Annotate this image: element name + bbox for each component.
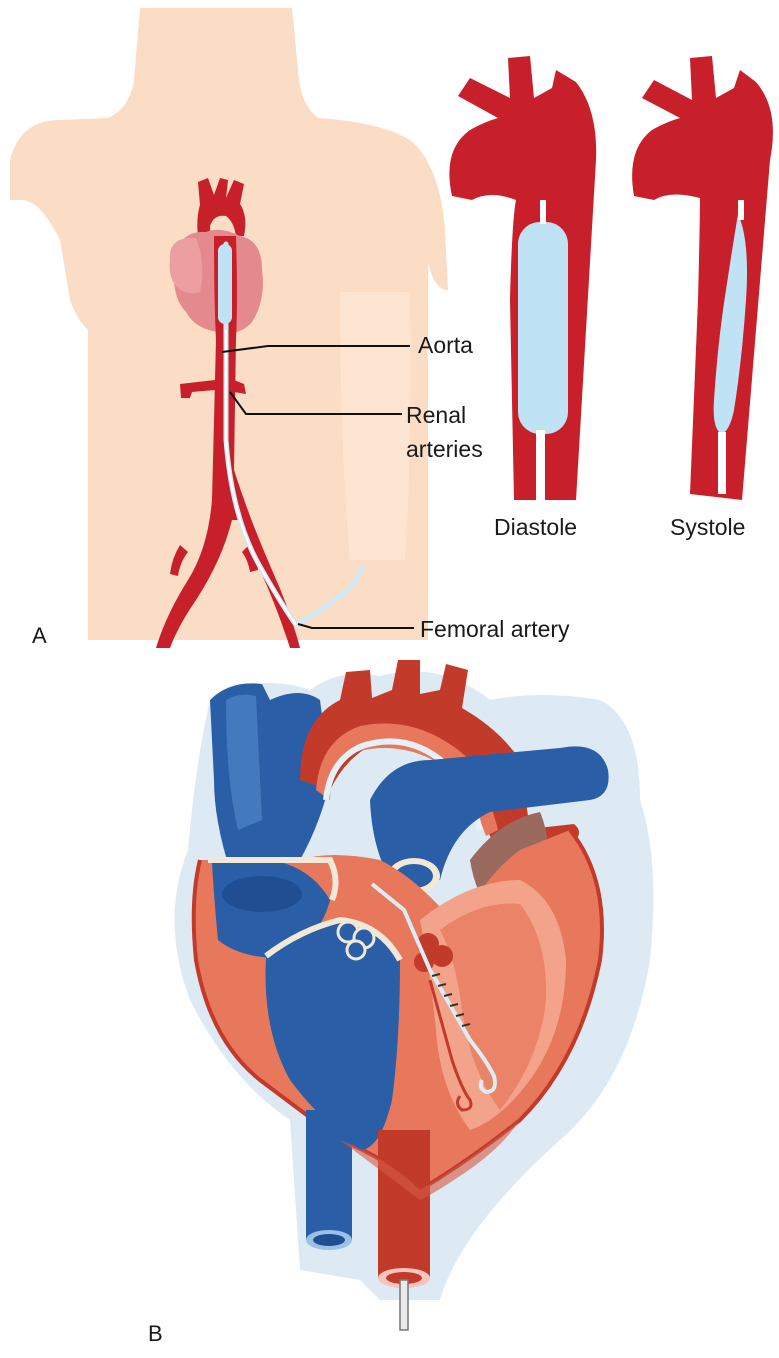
tricuspid-cusp-3 <box>347 941 365 959</box>
sheath-tube <box>400 1280 408 1330</box>
renal-arteries-label-line2: arteries <box>406 436 483 463</box>
systole-catheter-tip <box>738 200 744 220</box>
ivc-opening-top <box>222 876 302 912</box>
diastole-label: Diastole <box>494 514 577 541</box>
aorta-label: Aorta <box>418 332 473 359</box>
renal-arteries-label-line1: Renal <box>406 402 466 429</box>
ivc-bottom-lumen <box>313 1234 345 1246</box>
inferior-vena-cava <box>306 1110 352 1240</box>
arm-shading <box>340 292 410 560</box>
femoral-artery-label: Femoral artery <box>420 616 570 643</box>
mitral-cusp-2 <box>431 945 453 967</box>
panel-a <box>10 8 773 648</box>
diastole-catheter-tip <box>540 200 546 224</box>
systole-label: Systole <box>670 514 745 541</box>
systole-aorta-diagram <box>632 56 773 500</box>
diastole-aorta-diagram <box>449 56 596 500</box>
descending-aorta-b <box>378 1130 430 1278</box>
panel-b-letter: B <box>148 1320 163 1347</box>
systole-catheter <box>718 432 726 494</box>
panel-a-letter: A <box>32 622 47 649</box>
diastole-catheter <box>536 430 545 500</box>
diastole-balloon <box>518 222 568 434</box>
panel-b <box>174 660 653 1330</box>
systole-arch <box>632 56 773 500</box>
balloon-small <box>218 244 232 324</box>
